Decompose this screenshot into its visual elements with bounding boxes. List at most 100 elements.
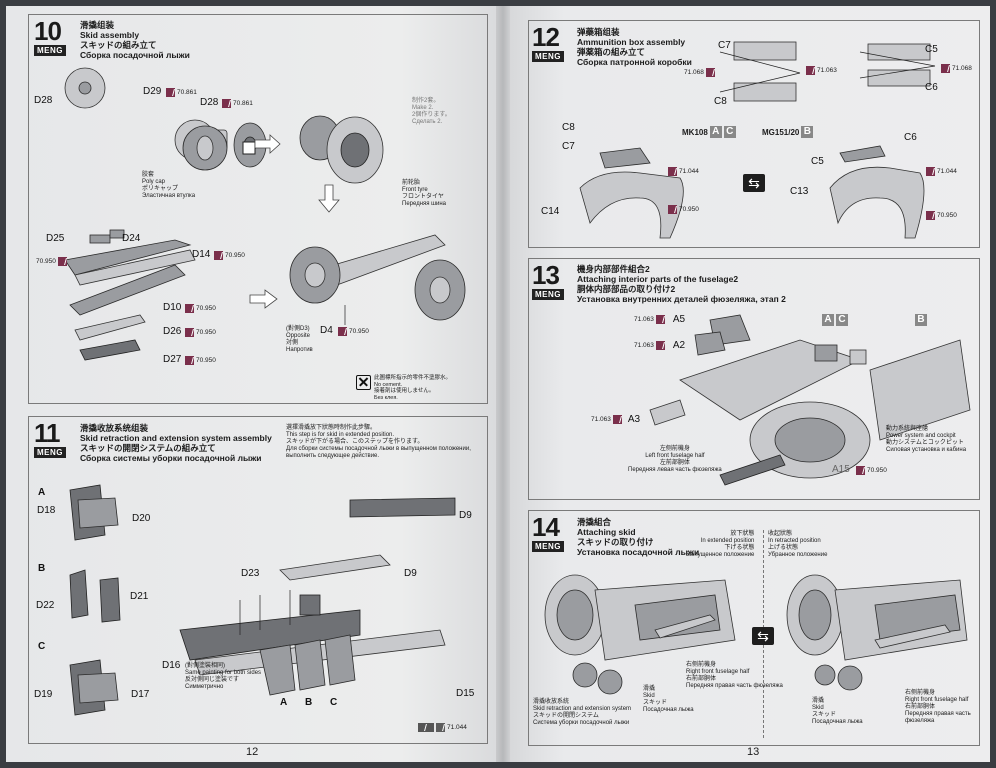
step-12-panel bbox=[528, 20, 980, 248]
wheel-hub-drawing bbox=[64, 67, 466, 361]
part-d29: D29 bbox=[143, 86, 162, 97]
swap-icon bbox=[752, 627, 774, 645]
part-c6: C6 bbox=[925, 82, 938, 93]
position-c-label: C bbox=[330, 697, 338, 708]
retraction-system-drawing bbox=[69, 484, 456, 716]
swap-icon bbox=[743, 174, 765, 192]
part-d17: D17 bbox=[131, 689, 150, 700]
step-14-number: 14 MENG bbox=[532, 514, 564, 552]
badge-c: C bbox=[836, 314, 848, 326]
part-d24: D24 bbox=[122, 233, 141, 244]
part-c5: C5 bbox=[925, 44, 938, 55]
paint-callout: 71.044 bbox=[668, 167, 699, 176]
skid-label: 滑撬 Skid スキッド Посадочная лыжа bbox=[812, 698, 863, 725]
part-d9: D9 bbox=[404, 568, 417, 579]
part-d23: D23 bbox=[241, 568, 260, 579]
part-c7: C7 bbox=[562, 141, 575, 152]
position-a-label: A bbox=[280, 697, 288, 708]
paint-callout: 70.950 bbox=[856, 466, 887, 475]
step-11-title: 滑撬收放系统组装 Skid retraction and extension s… bbox=[80, 423, 272, 463]
paint-callout: 71.044 bbox=[926, 167, 957, 176]
right-fuselage-label: 右侧前機身 Right front fuselage half 右前部胴体 Пе… bbox=[686, 662, 783, 689]
part-a3: A3 bbox=[627, 414, 641, 425]
badge-b: B bbox=[801, 126, 814, 138]
front-tyre-label: 前轮胎 Front tyre フロントタイヤ Передняя шина bbox=[402, 180, 446, 207]
paint-callout: 70.950 bbox=[214, 251, 245, 260]
part-d26: D26 bbox=[163, 326, 182, 337]
part-d21: D21 bbox=[130, 591, 149, 602]
mk108-variant: MK108 A C bbox=[682, 126, 736, 138]
part-c8: C8 bbox=[562, 122, 575, 133]
step-12-number: 12 MENG bbox=[532, 24, 564, 62]
part-d20: D20 bbox=[132, 513, 151, 524]
step-13-panel bbox=[528, 258, 980, 500]
page-number-right: 13 bbox=[747, 746, 760, 758]
badge-a: A bbox=[822, 314, 834, 326]
opposite-label: (對側D3) Opposite 対側 Напротив bbox=[286, 326, 313, 353]
attaching-skid-drawing bbox=[544, 574, 968, 695]
paint-callout: 71.044 bbox=[418, 723, 467, 732]
part-d16: D16 bbox=[162, 660, 181, 671]
extended-position-label: 放下狀態 In extended position 下げる状態 Выпущенн… bbox=[686, 531, 755, 558]
part-c14: C14 bbox=[541, 206, 560, 217]
part-d22: D22 bbox=[36, 600, 55, 611]
no-cement-note: 此圖標所指示的零件不塗膠水。 No cement. 接着剤は使用しません。 Бе… bbox=[356, 375, 451, 401]
step-13-title: 機身内部部件組合2 Attaching interior parts of th… bbox=[577, 264, 786, 304]
step-14-panel bbox=[528, 510, 980, 746]
badge-b: B bbox=[915, 314, 927, 326]
mg151-variant: MG151/20 B bbox=[762, 126, 814, 138]
part-c8: C8 bbox=[714, 96, 727, 107]
part-d15: D15 bbox=[456, 688, 475, 699]
page-gutter bbox=[496, 6, 510, 762]
part-d19: D19 bbox=[34, 689, 53, 700]
fuselage-interior-drawing bbox=[649, 314, 971, 486]
paint-callout: 70.950 bbox=[668, 205, 699, 214]
part-d28: D28 bbox=[200, 97, 219, 108]
paint-callout: 71.063 bbox=[806, 66, 837, 75]
paint-callout: 70.950 bbox=[338, 327, 369, 336]
part-d4: D4 bbox=[320, 325, 333, 336]
retraction-system-label: 滑撬收放系統 Skid retraction and extension sys… bbox=[533, 699, 632, 726]
variant-c-label: C bbox=[38, 641, 46, 652]
part-d18: D18 bbox=[37, 505, 56, 516]
part-a15: A15 bbox=[832, 464, 850, 475]
ac-variant-badges: A C bbox=[822, 314, 848, 326]
part-a2: A2 bbox=[672, 340, 686, 351]
polycap-label: 胶套 Poly cap ポリキャップ Эластичная втулка bbox=[142, 172, 196, 199]
paint-callout: 71.068 bbox=[684, 68, 715, 77]
part-d28: D28 bbox=[34, 95, 53, 106]
paint-callout: 70.950 bbox=[185, 328, 216, 337]
badge-a: A bbox=[709, 126, 722, 138]
step-10-title: 滑撬组装 Skid assembly スキッドの組み立て Сборка поса… bbox=[80, 20, 190, 60]
position-b-label: B bbox=[305, 697, 313, 708]
meng-logo: MENG bbox=[34, 45, 66, 56]
step-11-panel bbox=[28, 416, 488, 744]
part-d25: D25 bbox=[46, 233, 65, 244]
meng-logo: MENG bbox=[34, 447, 66, 458]
part-c7: C7 bbox=[718, 40, 731, 51]
step-10-number: 10 MENG bbox=[34, 18, 66, 56]
no-cement-icon bbox=[356, 375, 371, 390]
meng-logo: MENG bbox=[532, 541, 564, 552]
meng-logo: MENG bbox=[532, 51, 564, 62]
part-d9: D9 bbox=[459, 510, 472, 521]
power-system-label: 動力系統與座艙 Power system and cockpit 動力システムと… bbox=[886, 426, 967, 453]
step-10-panel bbox=[28, 14, 488, 404]
d16-painting-note: (對側塗裝相同) Same painting for both sides 反対… bbox=[185, 663, 262, 690]
part-c5: C5 bbox=[811, 156, 824, 167]
badge-c: C bbox=[723, 126, 736, 138]
ammunition-box-drawing bbox=[579, 41, 936, 239]
make-two-note: 制作2套。 Make 2. 2個作ります。 Сделать 2. bbox=[412, 98, 451, 125]
paint-callout: 70.950 bbox=[926, 211, 957, 220]
meng-logo: MENG bbox=[532, 289, 564, 300]
paint-callout: 71.068 bbox=[941, 64, 972, 73]
variant-b-label: B bbox=[38, 563, 46, 574]
b-variant-badge: B bbox=[915, 314, 927, 326]
part-a5: A5 bbox=[672, 314, 686, 325]
step-12-title: 弹藥箱组装 Ammunition box assembly 弾薬箱の組み立て С… bbox=[577, 27, 692, 67]
skid-label: 滑撬 Skid スキッド Посадочная лыжа bbox=[643, 686, 694, 713]
